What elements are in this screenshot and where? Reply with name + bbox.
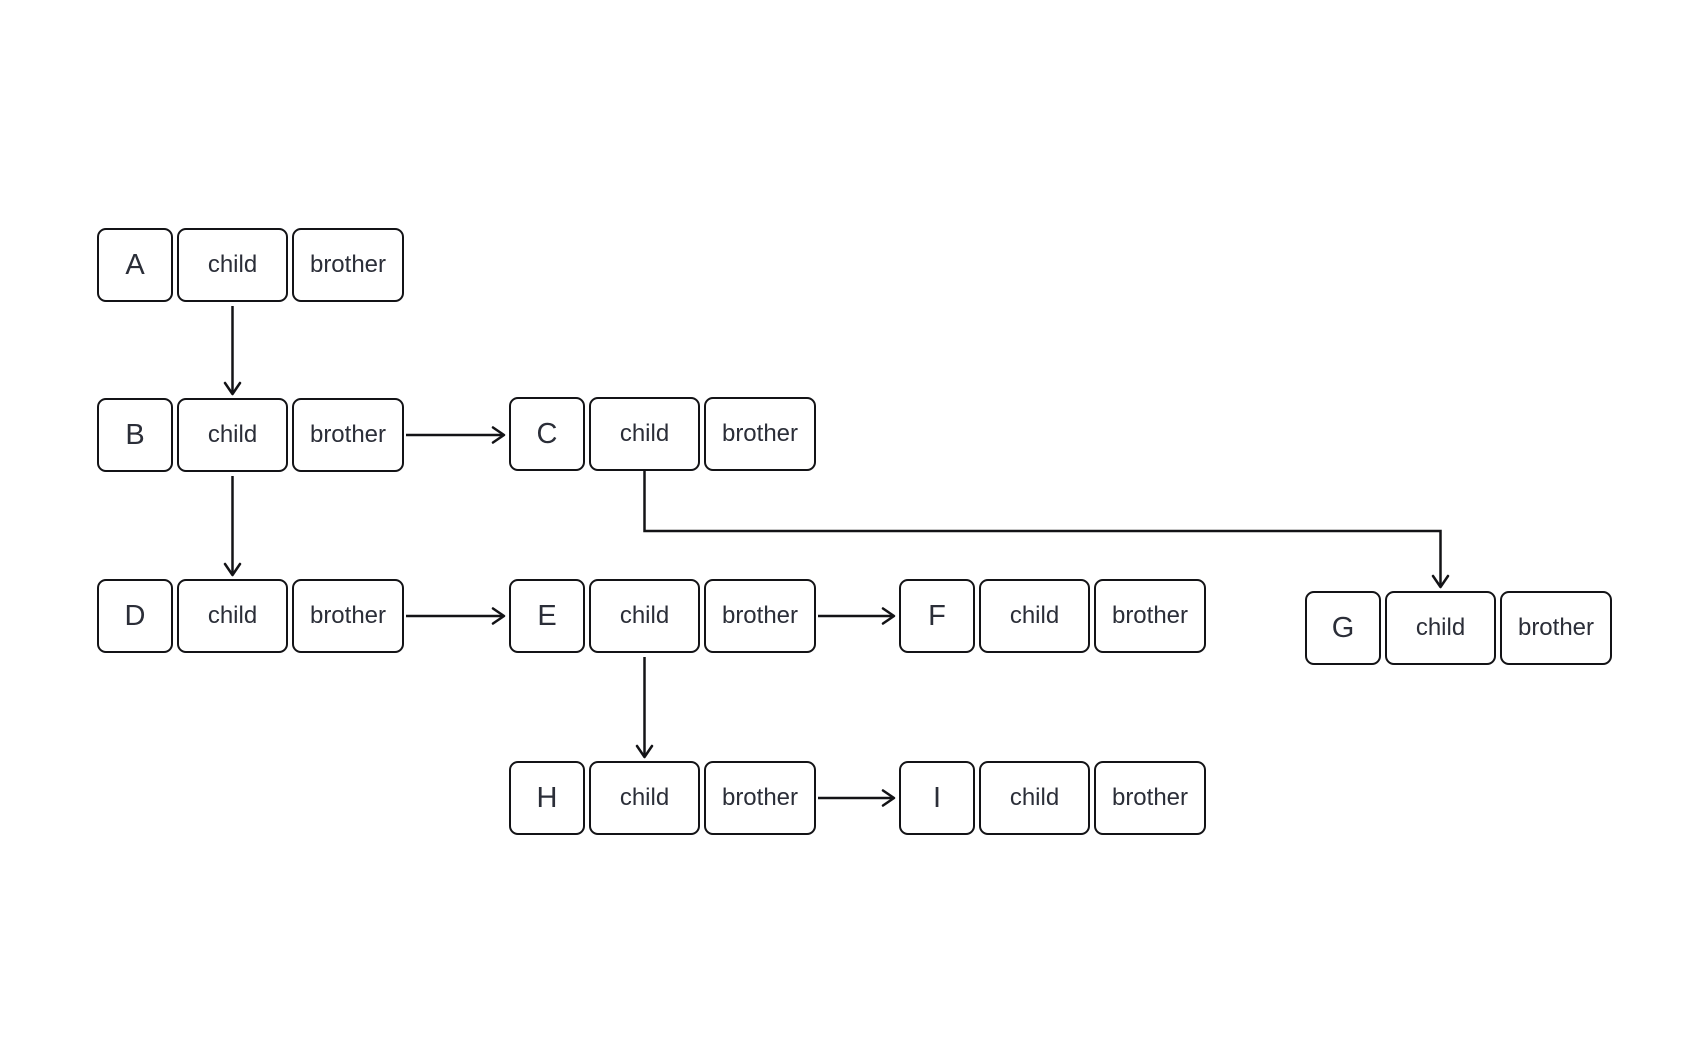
node-D-brother-pointer-cell: brother [292, 579, 404, 653]
node-I-brother-pointer-cell: brother [1094, 761, 1206, 835]
node-G-child-pointer-cell: child [1385, 591, 1496, 665]
node-A-label-cell: A [97, 228, 173, 302]
node-G-label-cell: G [1305, 591, 1381, 665]
node-C-child-pointer-cell: child [589, 397, 700, 471]
tree-node-G: G child brother [1305, 591, 1612, 665]
node-E-label-cell: E [509, 579, 585, 653]
tree-node-I: I child brother [899, 761, 1206, 835]
node-G-brother-pointer-cell: brother [1500, 591, 1612, 665]
node-H-child-pointer-cell: child [589, 761, 700, 835]
node-E-child-pointer-cell: child [589, 579, 700, 653]
node-E-brother-pointer-cell: brother [704, 579, 816, 653]
tree-node-B: B child brother [97, 398, 404, 472]
node-A-brother-pointer-cell: brother [292, 228, 404, 302]
node-D-child-pointer-cell: child [177, 579, 288, 653]
node-A-child-pointer-cell: child [177, 228, 288, 302]
tree-node-D: D child brother [97, 579, 404, 653]
tree-node-E: E child brother [509, 579, 816, 653]
node-F-label-cell: F [899, 579, 975, 653]
tree-node-C: C child brother [509, 397, 816, 471]
node-F-child-pointer-cell: child [979, 579, 1090, 653]
node-D-label-cell: D [97, 579, 173, 653]
node-I-label-cell: I [899, 761, 975, 835]
node-H-brother-pointer-cell: brother [704, 761, 816, 835]
node-B-child-pointer-cell: child [177, 398, 288, 472]
node-C-brother-pointer-cell: brother [704, 397, 816, 471]
node-I-child-pointer-cell: child [979, 761, 1090, 835]
node-B-brother-pointer-cell: brother [292, 398, 404, 472]
node-H-label-cell: H [509, 761, 585, 835]
tree-node-F: F child brother [899, 579, 1206, 653]
node-F-brother-pointer-cell: brother [1094, 579, 1206, 653]
tree-node-A: A child brother [97, 228, 404, 302]
edge-C-child-to-G [643, 471, 1450, 589]
node-B-label-cell: B [97, 398, 173, 472]
tree-node-H: H child brother [509, 761, 816, 835]
node-C-label-cell: C [509, 397, 585, 471]
